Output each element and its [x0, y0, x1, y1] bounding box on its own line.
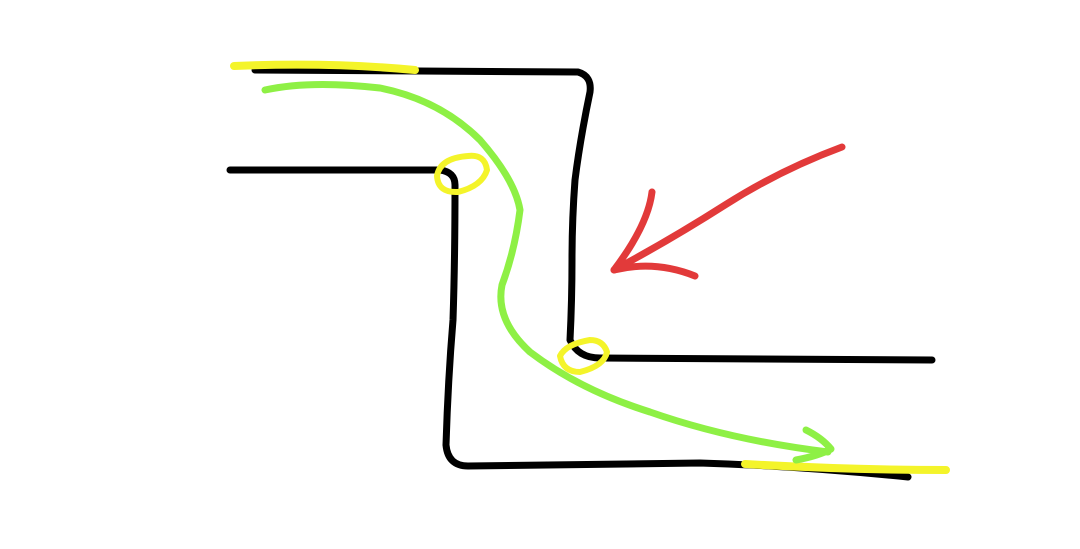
flow-path-arrowhead [792, 426, 835, 464]
edge-highlight-end [741, 460, 950, 474]
pointer-arrowhead [610, 188, 699, 280]
corner-marker-upper [434, 152, 490, 196]
channel-upper-wall [251, 66, 936, 364]
flow-path-arrow [261, 80, 832, 456]
edge-highlight-start [230, 60, 419, 74]
pointer-arrow [610, 143, 846, 274]
corner-marker-lower [557, 337, 610, 375]
